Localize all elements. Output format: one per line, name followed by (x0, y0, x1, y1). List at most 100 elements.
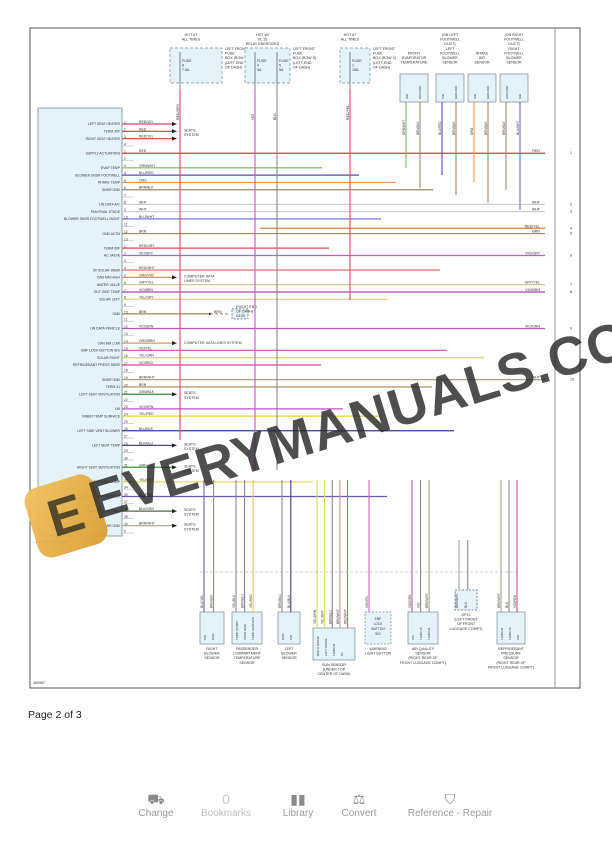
ac-control-unit-box (37, 107, 123, 537)
exit-wire-label: WHT (532, 208, 541, 212)
fuse-box-location: BOX (ROW C) (373, 56, 396, 60)
fuse-box-location: OF DASH) (225, 65, 242, 69)
fuse-label: FUSE (182, 59, 192, 63)
ground-box (454, 589, 478, 611)
nav-reference-repair[interactable]: ⛉Reference - Repair (400, 790, 500, 819)
arrow-icon (172, 443, 177, 448)
pin-number: 15 (124, 347, 128, 351)
sensor-label: BLOWER (506, 56, 522, 60)
pin-label: SNSR GND (102, 188, 120, 192)
sensor-label: (ON RIGHT (505, 33, 525, 37)
wire-color-label: YEL/GRY (321, 609, 325, 624)
exit-number: 1 (570, 151, 572, 155)
exit-wire-label: RED (532, 149, 540, 153)
fuse-label: 4 (257, 64, 259, 68)
component-box (277, 611, 301, 645)
wire-color-label: RED (139, 127, 147, 131)
nav-library[interactable]: ▮▮Library (278, 790, 318, 819)
seats-system-label: SEATS (184, 508, 196, 512)
wire-color-label: VIO/RED (139, 361, 153, 365)
computer-data-lines-label: COMPUTER DATA LINES SYSTEM (184, 341, 242, 345)
wire-color-label: VIO/GRN (139, 405, 154, 409)
pin-label: CAN MM HIGH (97, 276, 121, 280)
nav-convert[interactable]: ⚖Convert (336, 790, 382, 819)
sensor-label: SENSOR (474, 61, 490, 65)
exit-number: 9 (570, 327, 572, 331)
pin-number: 4 (124, 172, 126, 176)
ground-location-label: G103 (236, 314, 245, 318)
component-pin-label: SIG (289, 634, 293, 640)
arrow-icon (172, 129, 177, 134)
wire-color-label: RED/YEL (346, 105, 350, 120)
exit-wire-label: WHT (532, 200, 541, 204)
component-pin-label: TERM 31 (332, 643, 336, 656)
pin-label: TERM 30F (104, 246, 120, 250)
component-label: BLOWER (281, 652, 297, 656)
pin-number: 37 (124, 500, 128, 504)
wire-color-label: RED/GRY (139, 244, 155, 248)
pin-label: LIN (115, 407, 121, 411)
page-indicator: Page 2 of 3 (28, 709, 82, 721)
component-label: SENSOR (415, 652, 431, 656)
wire-color-label: BRN/BLK (484, 120, 488, 135)
component-pin-label: TERM 31 (427, 627, 431, 640)
computer-data-lines-label: COMPUTER DATA (184, 274, 215, 278)
pin-number: 6 (124, 186, 126, 190)
pin-number: 13 (124, 332, 128, 336)
wire-color-label: BRN/BLU (241, 593, 245, 608)
sensor-pin-label: SIG (473, 93, 477, 99)
component-label: WARNING (369, 647, 386, 651)
pin-number: 21 (124, 391, 128, 395)
pin-label: LIN DATA VEHICLE (90, 327, 121, 331)
fuse-label: 15A (352, 68, 359, 72)
pin-number: 7 (124, 288, 126, 292)
hot-condition-label: HOT AT (344, 33, 357, 37)
pin-label: TERM 31 (106, 385, 120, 389)
component-pin-label: TERM 31 (500, 627, 504, 640)
seats-system-label: SYSTEM (184, 527, 199, 531)
arrow-icon (172, 341, 177, 346)
fuse-box-location: OF DASH) (373, 65, 390, 69)
pin-number: 1 (124, 245, 126, 249)
nav-change[interactable]: ⛟Change (136, 790, 176, 819)
wire-color-label: BRN/BLK (502, 120, 506, 135)
wire-color-label: VIO (251, 114, 255, 120)
pin-label: BLOWER SNSR FOOTWELL (75, 173, 120, 177)
pin-label: GND ACTN (102, 232, 120, 236)
component-label: PASSENGER (236, 647, 259, 651)
wire-color-label: GRN/WHT (402, 120, 406, 135)
sensor-label: DUCT) (508, 42, 519, 46)
exit-wire-label: BRN (532, 230, 540, 234)
pin-number: 3 (124, 135, 126, 139)
exit-number: 4 (570, 226, 572, 230)
fuse-box (244, 47, 291, 84)
hot-condition-label: HOT W/ (256, 33, 269, 37)
component-label: SENSOR (239, 661, 255, 665)
pin-number: 14 (124, 340, 128, 344)
wire-color-label: BRN/BLK (452, 120, 456, 135)
component-pin-label: SIG (203, 634, 207, 640)
component-label: RIGHT (206, 647, 218, 651)
pin-number: 28 (124, 442, 128, 446)
pin-number: 6 (124, 281, 126, 285)
component-label: SENSOR (204, 656, 220, 660)
component-label: (RIGHT REAR OF (408, 656, 438, 660)
sensor-label: FOOTWELL (440, 51, 460, 55)
fuse-box-location: LEFT FRONT (293, 47, 316, 51)
component-box (496, 611, 526, 645)
sensor-pin-label: GROUND (486, 85, 490, 99)
sensor-label: FOOTWELL (440, 38, 460, 42)
car-change-icon: ⛟ (147, 791, 165, 807)
pin-label: SOLAR LEFT (99, 297, 120, 301)
exit-number: 2 (570, 202, 572, 206)
pin-number: 5 (124, 529, 126, 533)
component-pin-label: SNSR GND (243, 623, 247, 640)
component-pin-label: TERM 15 (419, 627, 423, 640)
wire-color-label: BLU/RED (139, 171, 154, 175)
sensor-label: AIR (479, 56, 485, 60)
wire-color-label: VIO/GRY (139, 251, 154, 255)
wire-color-label: BRN (139, 310, 147, 314)
pin-number: 1 (124, 150, 126, 154)
pin-label: INNER TEMP COMP (88, 480, 121, 484)
